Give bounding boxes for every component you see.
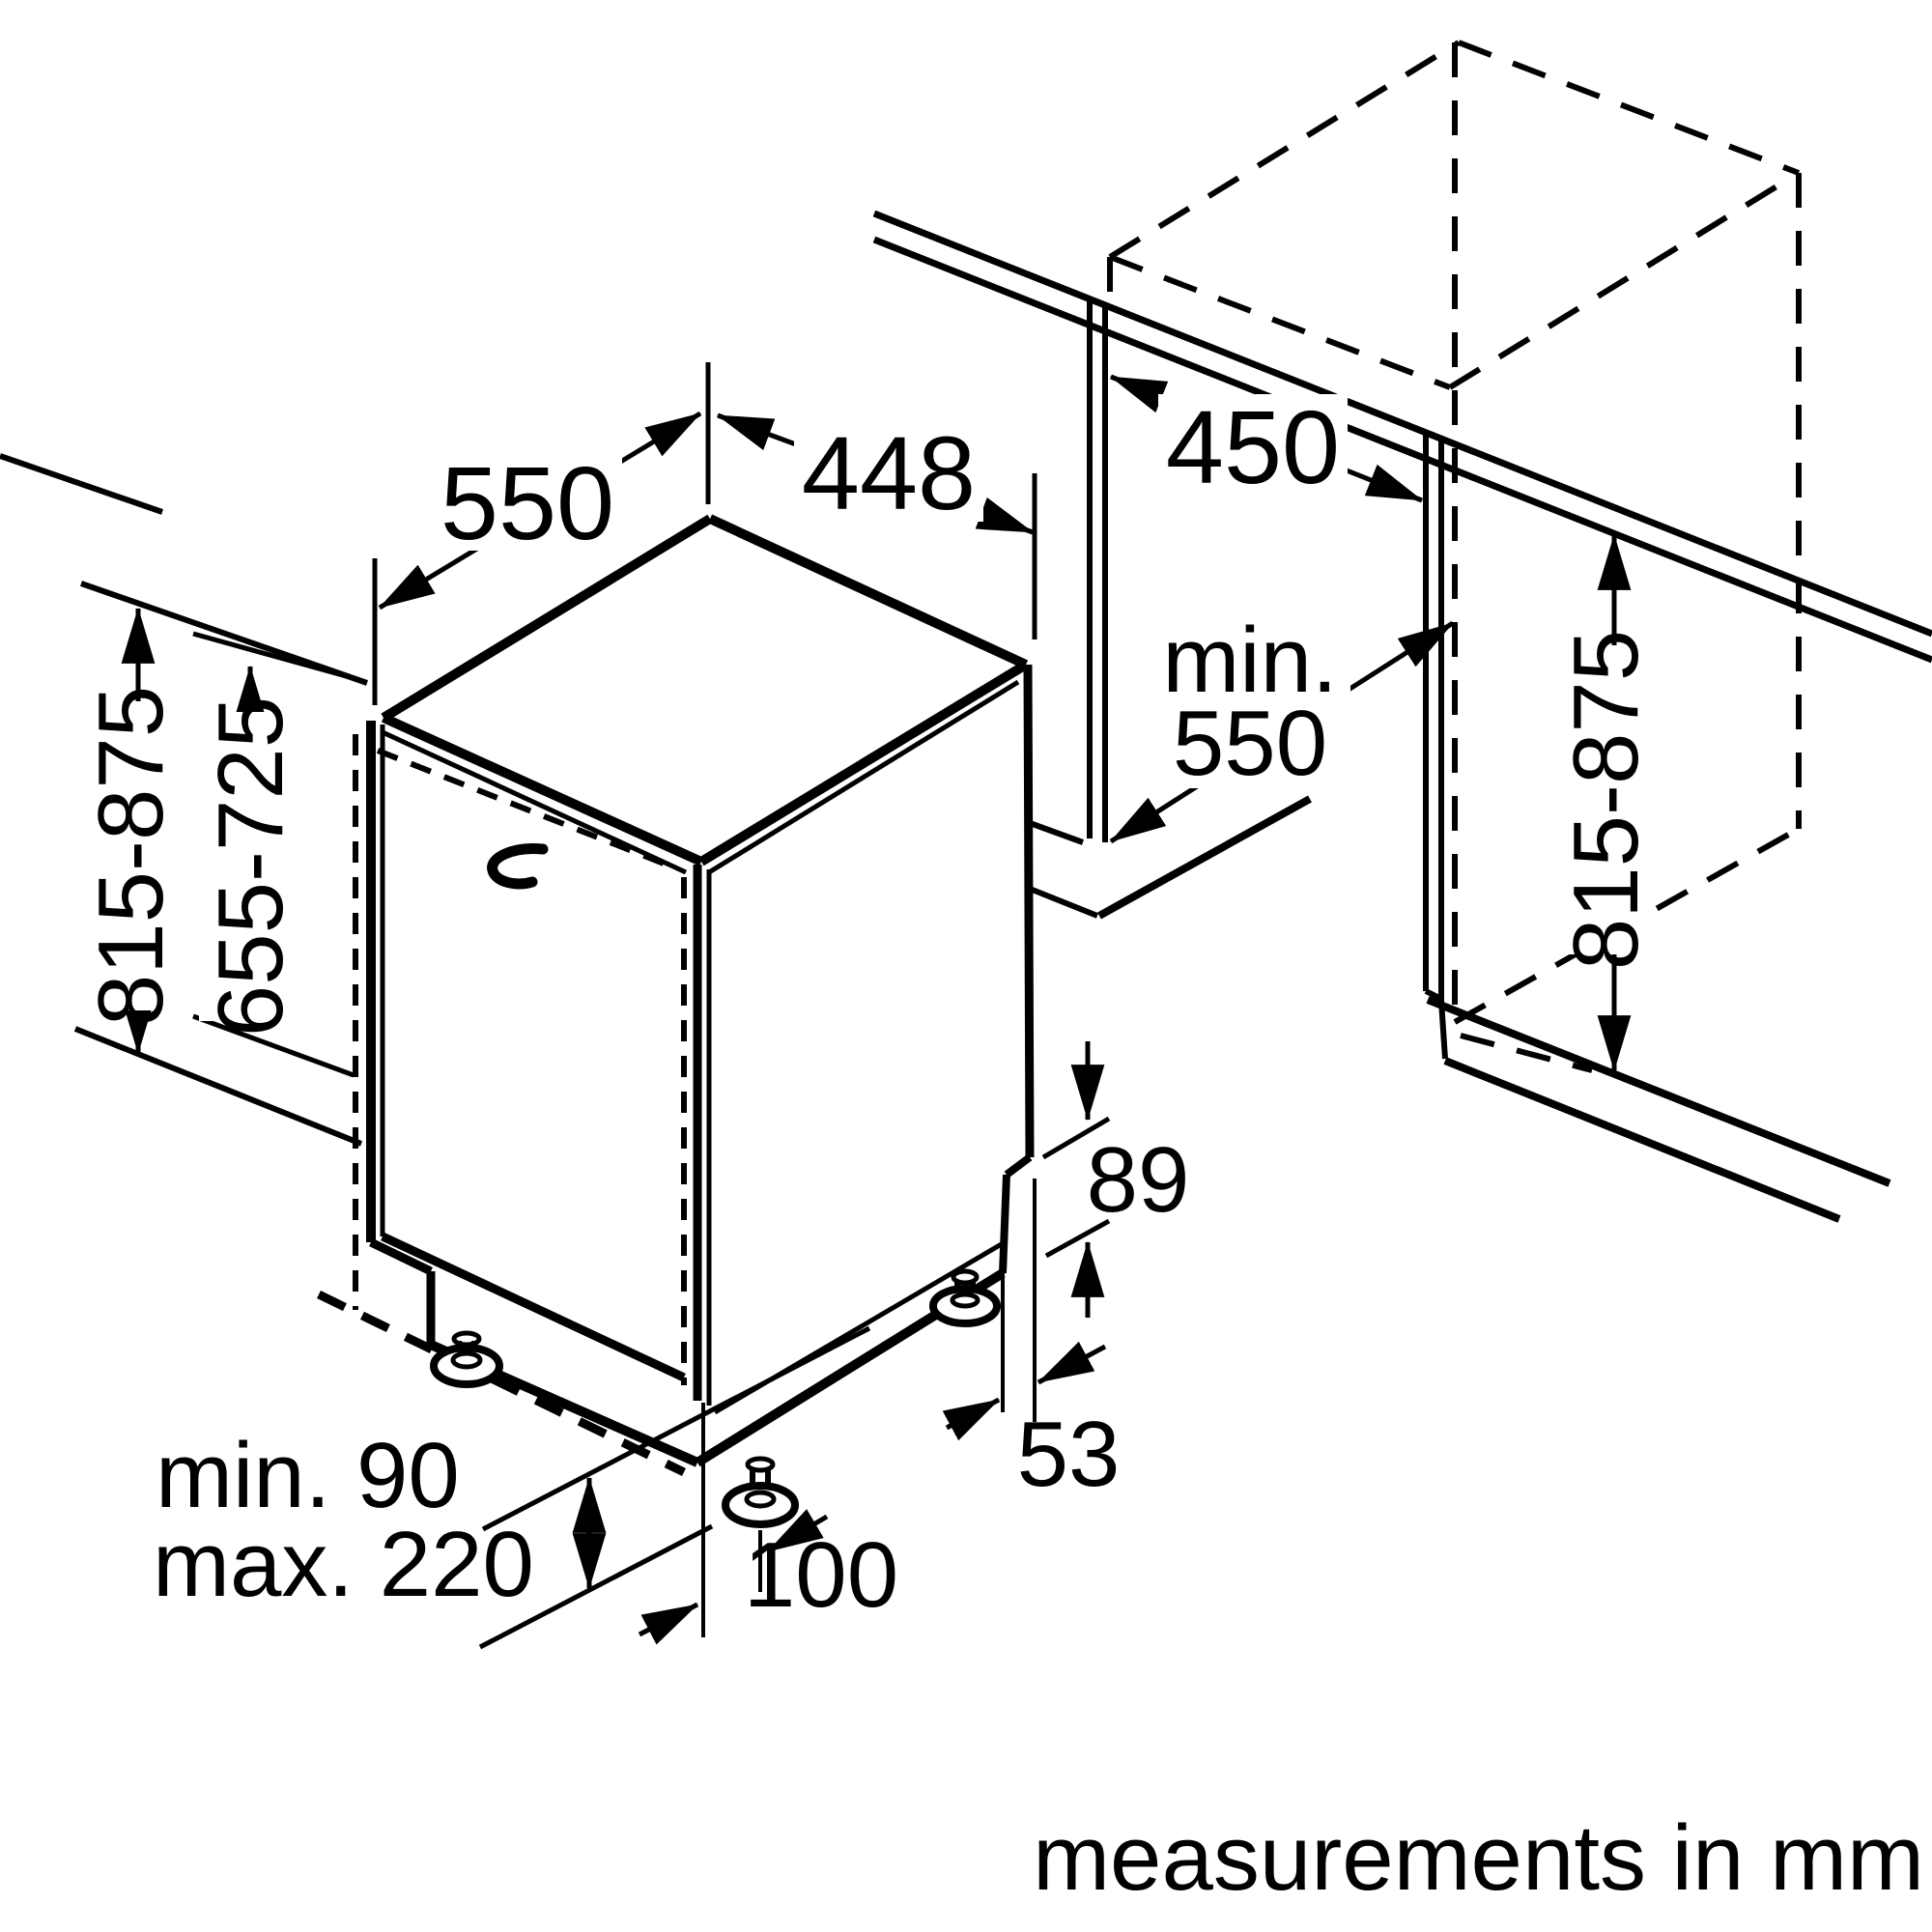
label-mask <box>1151 603 1350 788</box>
width-dimension: 448 <box>716 412 1037 639</box>
dishwasher-box <box>317 514 1035 1477</box>
plinth-dimension: min. 90 max. 220 <box>153 1325 871 1650</box>
niche-left-panel <box>1087 299 1108 842</box>
plinth-max-label: max. 220 <box>153 1513 534 1616</box>
foot-inset-dimension: 100 <box>638 1403 898 1645</box>
depth-label: 550 <box>440 444 614 561</box>
niche-width-dimension: 450 <box>1109 374 1424 505</box>
counter-left-lines <box>0 453 368 1147</box>
measurements-note: measurements in mm <box>1033 1806 1924 1910</box>
door-height-label: 655-725 <box>199 696 302 1037</box>
niche-depth-min-label: min. <box>1162 609 1337 712</box>
door-height-dimension: 655-725 <box>199 665 302 1037</box>
door-handle-icon <box>487 843 549 890</box>
appliance-feet <box>430 1268 1001 1528</box>
rear-right-foot <box>929 1268 1001 1327</box>
niche-right-wall <box>1423 434 1448 1060</box>
rear-foot-height-dimension: 89 <box>1041 1041 1190 1318</box>
front-left-foot <box>430 1330 503 1388</box>
depth-dimension: 550 <box>372 362 711 705</box>
niche-height-dimension: 815-875 <box>1554 533 1658 1072</box>
niche-width-label: 450 <box>1166 388 1340 505</box>
niche-depth-value-label: 550 <box>1173 692 1327 795</box>
plinth-min-label: min. 90 <box>156 1424 460 1527</box>
rear-offset-label: 53 <box>1017 1403 1121 1506</box>
appliance-height-dimension: 815-875 <box>79 607 183 1055</box>
label-mask <box>433 450 622 551</box>
floor-right-lines <box>1426 996 1891 1223</box>
front-right-foot <box>722 1456 799 1528</box>
foot-inset-label: 100 <box>744 1523 898 1627</box>
niche-height-label: 815-875 <box>1554 630 1658 970</box>
label-mask <box>1554 645 1655 954</box>
width-label: 448 <box>802 414 976 531</box>
rear-offset-dimension: 53 <box>942 1179 1121 1506</box>
niche-depth-dimension: min. 550 <box>1109 603 1455 844</box>
label-mask <box>1158 394 1348 495</box>
appliance-height-label: 815-875 <box>79 686 183 1026</box>
label-mask <box>794 421 983 522</box>
label-mask <box>199 712 299 1021</box>
plinth-dashed-line <box>317 1290 686 1477</box>
niche-projection-dashed-cube <box>1107 40 1802 1025</box>
label-mask <box>79 701 180 1010</box>
niche-floor <box>1028 795 1312 920</box>
rear-foot-height-label: 89 <box>1087 1128 1190 1232</box>
